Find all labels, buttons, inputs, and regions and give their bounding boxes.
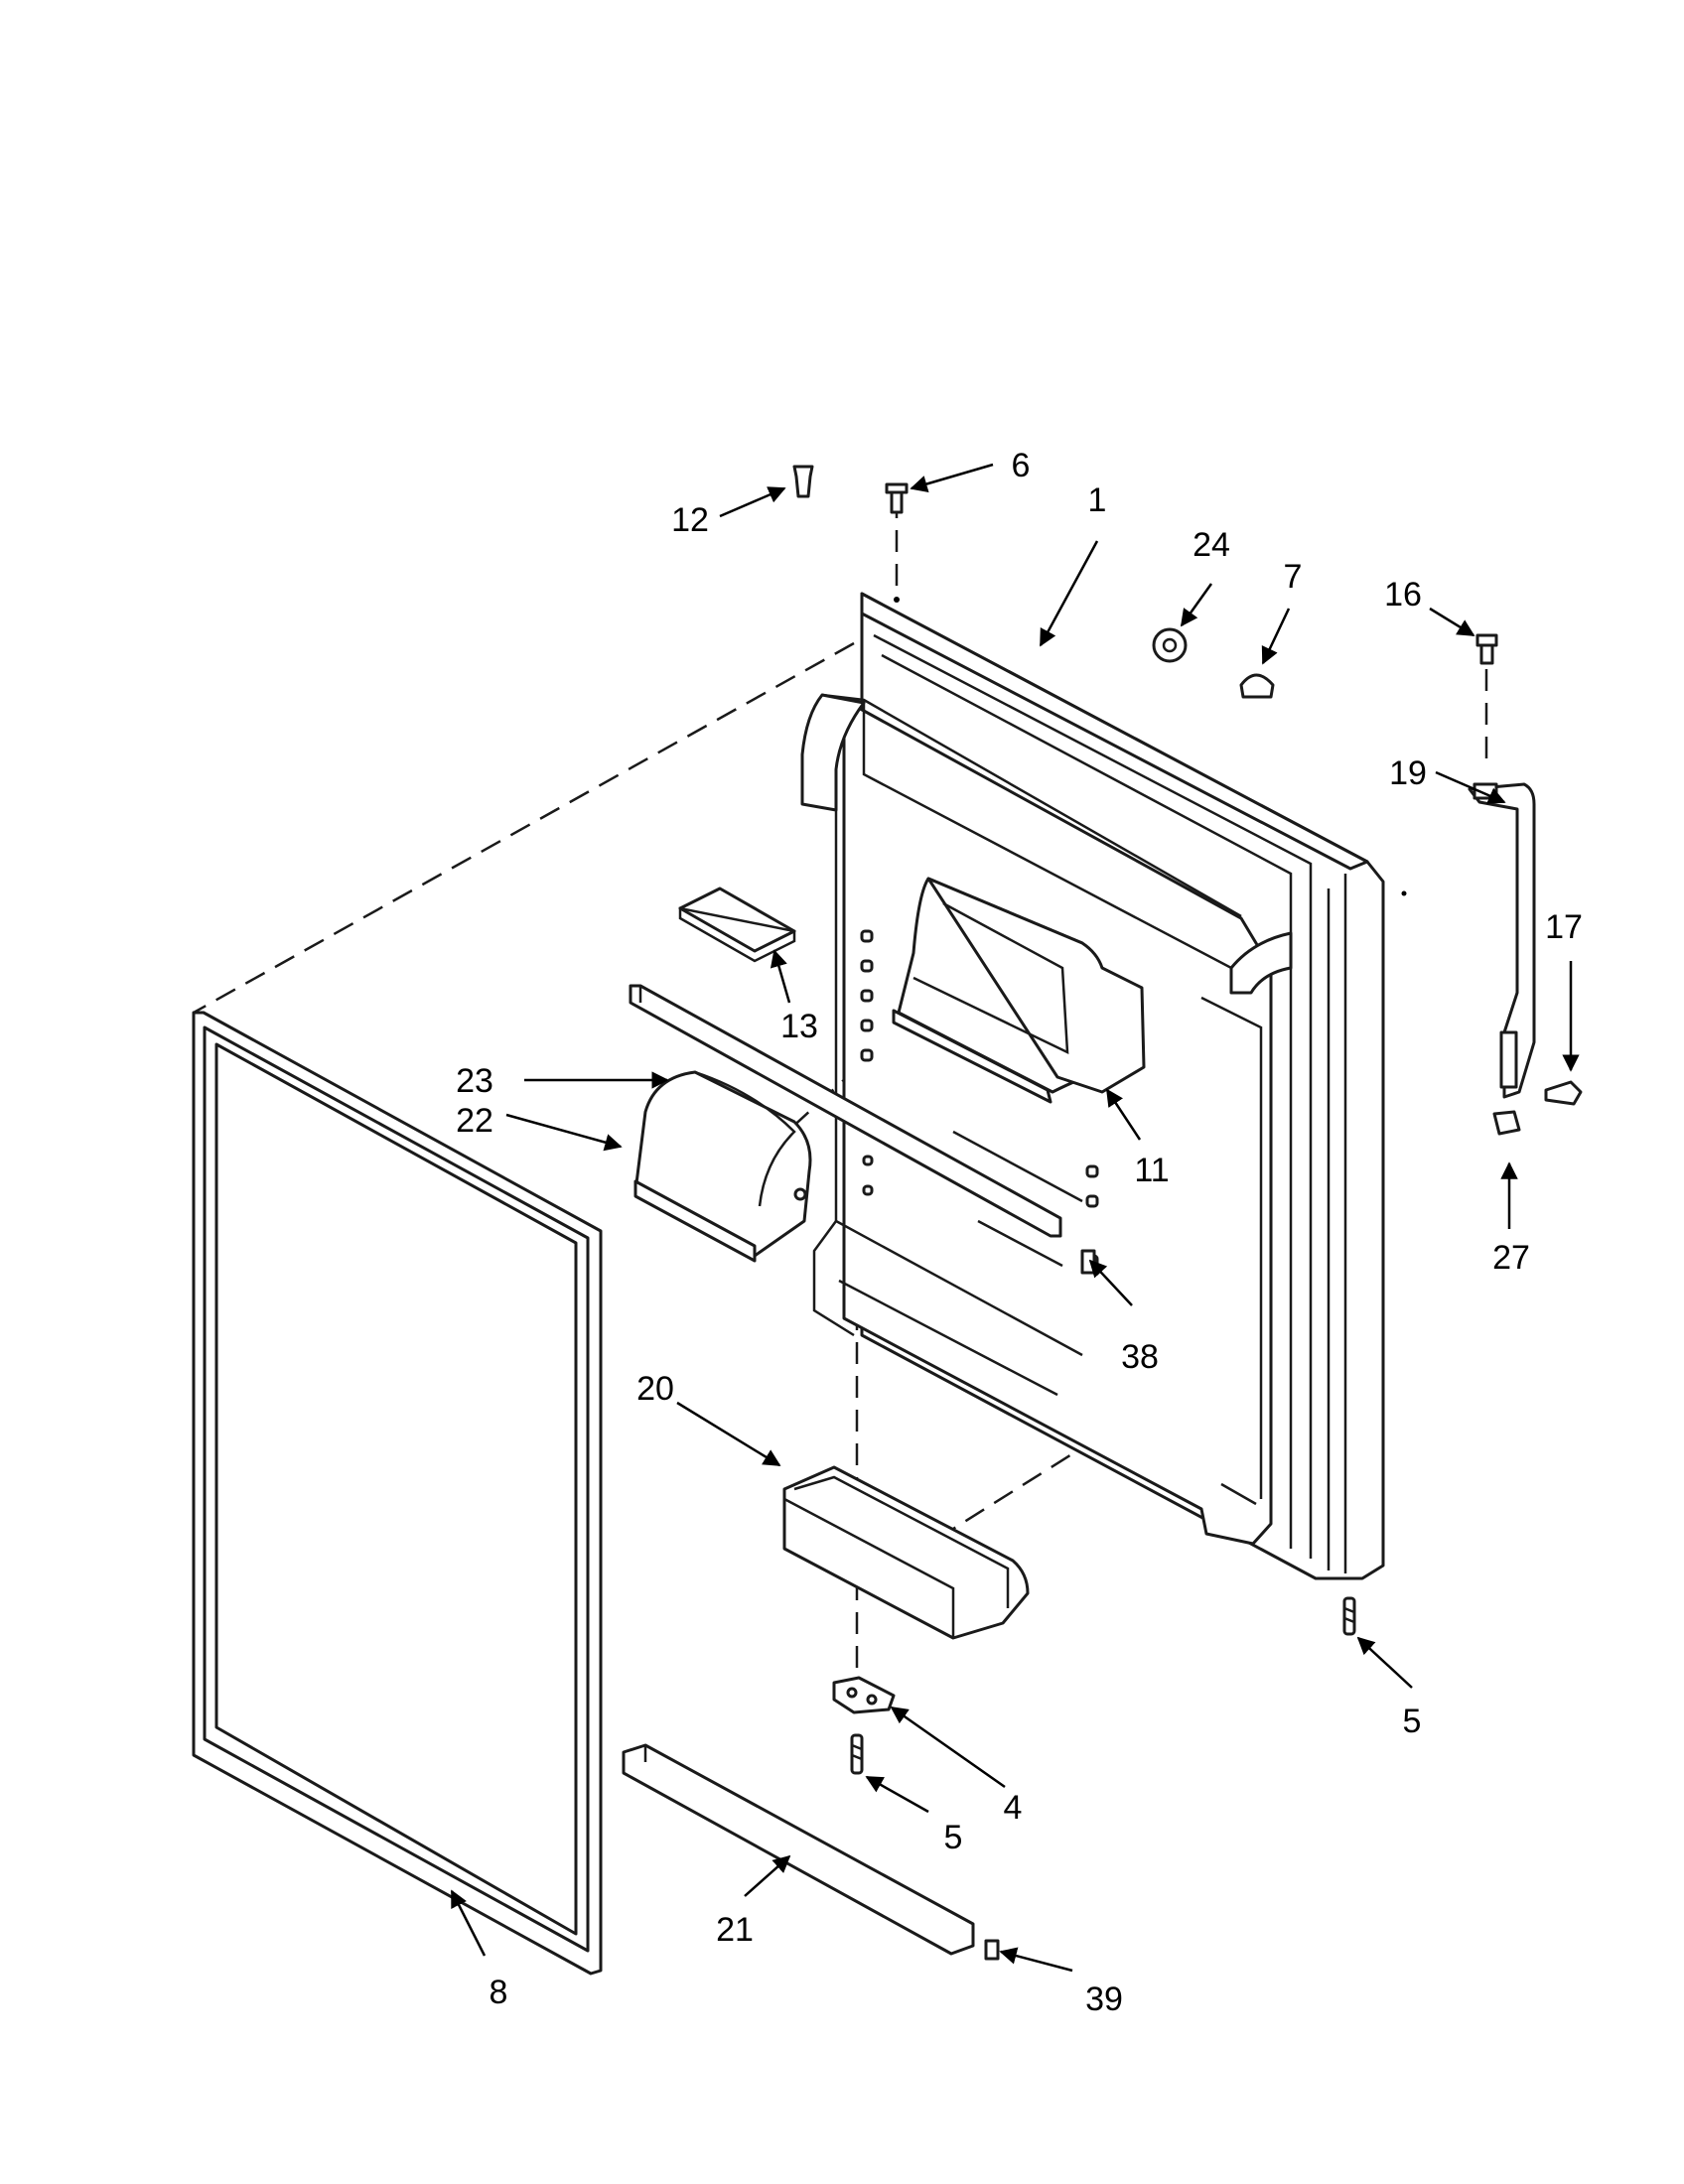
callout-16: 16 xyxy=(1384,576,1422,614)
shelf-holes xyxy=(860,929,1099,1268)
hole-plug xyxy=(1239,673,1275,699)
callout-22: 22 xyxy=(456,1102,493,1140)
plug-button xyxy=(792,465,814,498)
callout-7: 7 xyxy=(1284,558,1303,596)
callout-6: 6 xyxy=(1012,447,1031,484)
lower-door-bin xyxy=(782,1465,1030,1640)
callout-19: 19 xyxy=(1389,754,1427,792)
top-screw xyxy=(885,482,909,514)
callout-21: 21 xyxy=(716,1911,754,1949)
handle-insert xyxy=(1492,1110,1521,1136)
callout-20: 20 xyxy=(636,1370,674,1408)
callout-labels: 1 4 5 5 6 7 8 11 12 13 16 17 19 20 21 22… xyxy=(456,447,1583,2018)
handle-screw-top xyxy=(1475,633,1498,665)
callout-23: 23 xyxy=(456,1062,493,1100)
dairy-door-bin xyxy=(892,877,1146,1104)
callout-5-right: 5 xyxy=(1403,1703,1422,1740)
butter-compartment-tray xyxy=(678,887,796,963)
bottom-hinge xyxy=(832,1676,896,1714)
door-gasket xyxy=(192,1011,603,1976)
callout-8: 8 xyxy=(490,1974,508,2011)
shelf-retainer-bar xyxy=(629,984,1062,1238)
door-cam xyxy=(1152,627,1188,663)
callout-12: 12 xyxy=(671,501,709,539)
callout-38: 38 xyxy=(1121,1338,1159,1376)
callout-1: 1 xyxy=(1088,481,1107,519)
hinge-screw-left xyxy=(850,1733,864,1775)
callout-leaders xyxy=(450,463,1580,1973)
callout-17: 17 xyxy=(1545,908,1583,946)
utility-bin xyxy=(633,1070,812,1263)
handle-screw-bottom xyxy=(1544,1080,1583,1106)
callout-27: 27 xyxy=(1492,1239,1530,1277)
callout-39: 39 xyxy=(1085,1980,1123,2018)
callout-5-left: 5 xyxy=(944,1819,963,1856)
door-handle xyxy=(1468,782,1536,1099)
callout-13: 13 xyxy=(780,1008,818,1045)
callout-11: 11 xyxy=(1134,1152,1169,1189)
trim-end-cap xyxy=(984,1939,1000,1961)
bottom-trim-bar xyxy=(622,1743,975,1956)
hinge-screw-right xyxy=(1342,1596,1356,1636)
callout-24: 24 xyxy=(1193,526,1230,564)
callout-4: 4 xyxy=(1004,1789,1023,1827)
